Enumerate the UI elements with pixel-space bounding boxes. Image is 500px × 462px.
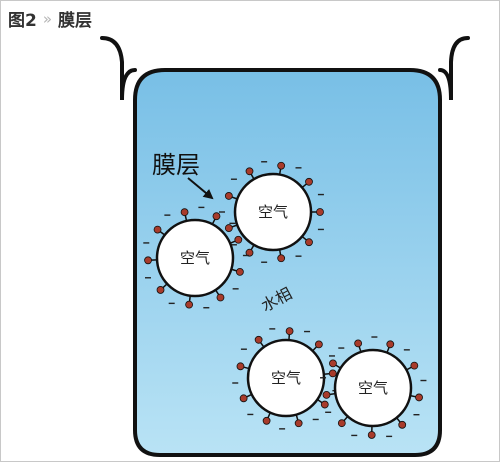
- air-bubble: 空气: [232, 327, 339, 430]
- beaker-left-lip: [100, 36, 137, 101]
- surfactant-head: [236, 362, 245, 371]
- bubble-label: 空气: [358, 379, 388, 397]
- surfactant-head: [277, 254, 286, 263]
- figure-number: 图2: [8, 11, 37, 31]
- surfactant-head: [185, 300, 194, 309]
- surfactant-head: [156, 286, 165, 294]
- surfactant-head: [354, 339, 363, 348]
- surfactant-head: [153, 225, 162, 234]
- air-bubble: 空气: [219, 161, 324, 263]
- surfactant-head: [216, 293, 225, 302]
- bubble-label: 空气: [271, 369, 301, 387]
- surfactant-head: [212, 212, 221, 221]
- figure-title: 膜层: [58, 11, 93, 31]
- bubble-outline: [155, 218, 235, 298]
- surfactant-head: [329, 359, 337, 368]
- figure-header: 图2 » 膜层: [8, 6, 93, 32]
- air-bubble: 空气: [143, 206, 249, 309]
- surfactant-head: [277, 161, 286, 170]
- surfactant-head: [234, 235, 243, 244]
- film-label: 膜层: [152, 151, 200, 179]
- bubble-outline: [233, 172, 313, 252]
- bubble-label: 空气: [180, 249, 210, 267]
- surfactant-head: [236, 267, 244, 276]
- surfactant-head: [410, 361, 419, 370]
- surfactant-head: [328, 369, 337, 378]
- surfactant-head: [245, 167, 254, 176]
- surfactant-head: [316, 208, 324, 216]
- film-arrow: [187, 177, 214, 200]
- surfactant-head: [320, 400, 329, 409]
- surfactant-head: [386, 340, 395, 349]
- surfactant-head: [224, 192, 233, 200]
- surfactant-head: [239, 394, 248, 403]
- bubble-label: 空气: [258, 203, 288, 221]
- surfactant-head: [415, 393, 423, 402]
- surfactant-head: [224, 224, 233, 232]
- surfactant-head: [337, 419, 346, 428]
- surfactant-head: [245, 248, 254, 257]
- surfactant-head: [398, 420, 407, 429]
- surfactant-head: [180, 208, 189, 217]
- surfactant-head: [322, 390, 331, 399]
- bubble-outline: [333, 348, 413, 428]
- surfactant-head: [262, 416, 271, 425]
- surfactant-head: [305, 177, 313, 186]
- header-separator: »: [42, 9, 53, 28]
- surfactant-head: [314, 340, 323, 349]
- beaker-right-lip: [438, 36, 470, 101]
- surfactant-head: [285, 327, 294, 336]
- surfactant-head: [254, 335, 263, 344]
- surfactant-head: [367, 431, 376, 439]
- surfactant-head: [294, 419, 303, 428]
- surfactant-head: [305, 238, 313, 247]
- surfactant-head: [144, 256, 152, 265]
- air-bubble: 空气: [320, 336, 427, 439]
